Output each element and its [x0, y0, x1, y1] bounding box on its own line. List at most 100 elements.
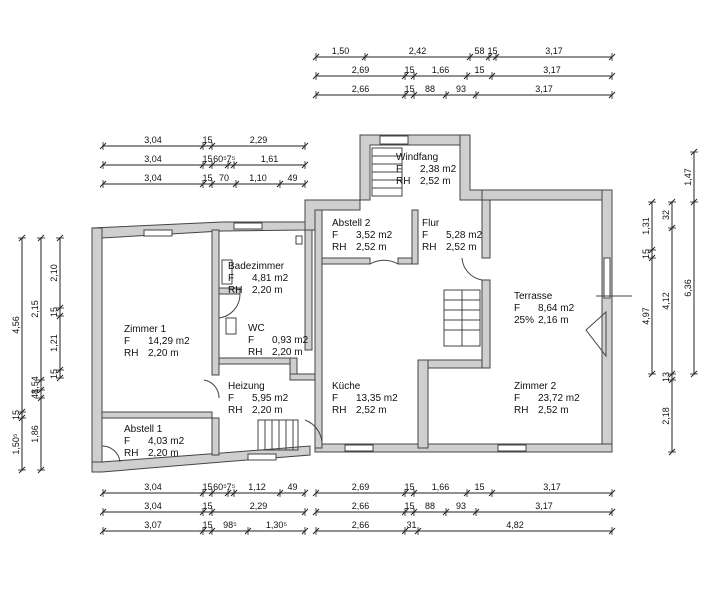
- dim-top-left-3: 3,04 15 70 1,10 49: [99, 173, 309, 188]
- height-value: 2,20 m: [252, 285, 283, 296]
- dimension-label: 15: [404, 84, 414, 94]
- room-name: WC: [248, 323, 265, 334]
- height-label: RH: [396, 176, 410, 187]
- dimension-label: 15: [474, 482, 484, 492]
- dimension-label: 15: [49, 369, 59, 379]
- dimension-label: 15: [404, 65, 414, 75]
- height-label: RH: [514, 405, 528, 416]
- stairs: [257, 147, 481, 451]
- dimension-label: 2,18: [661, 407, 671, 425]
- dimension-label: 7⁵: [227, 482, 236, 492]
- room-name: Badezimmer: [228, 261, 285, 272]
- area-label: F: [228, 273, 234, 284]
- dimension-label: 2,66: [352, 84, 370, 94]
- dimension-label: 3,17: [535, 84, 553, 94]
- height-label: 25%: [514, 315, 534, 326]
- dimension-label: 4,56: [11, 316, 21, 334]
- area-value: 5,28 m2: [446, 230, 483, 241]
- dimension-label: 4,82: [506, 520, 524, 530]
- dimension-label: 70: [219, 173, 229, 183]
- dimension-label: 3,04: [144, 501, 162, 511]
- dimension-label: 31: [406, 520, 416, 530]
- walls: [91, 134, 613, 473]
- dimension-label: 49: [287, 482, 297, 492]
- dimension-label: 15: [202, 173, 212, 183]
- dimension-label: 1,54: [30, 376, 40, 394]
- dimension-label: 1,66: [432, 65, 450, 75]
- dimension-label: 58: [474, 46, 484, 56]
- dimension-label: 88: [425, 501, 435, 511]
- dimension-label: 1,50⁵: [11, 433, 21, 455]
- height-label: RH: [422, 242, 436, 253]
- area-label: F: [332, 393, 338, 404]
- room-name: Zimmer 1: [124, 324, 167, 335]
- dimension-label: 2,69: [352, 65, 370, 75]
- dimension-label: 1,30⁵: [266, 520, 288, 530]
- dimension-label: 4,97: [641, 307, 651, 325]
- height-label: RH: [228, 405, 242, 416]
- doors: [101, 257, 607, 463]
- dimension-label: 3,17: [545, 46, 563, 56]
- dimension-label: 2,15: [30, 300, 40, 318]
- dimension-label: 15: [404, 501, 414, 511]
- dimension-label: 2,66: [352, 520, 370, 530]
- dim-bottom-right-3: 2,66 31 4,82: [312, 520, 616, 535]
- dimension-label: 13: [661, 372, 671, 382]
- dimension-label: 49: [287, 173, 297, 183]
- dimension-label: 3,04: [144, 135, 162, 145]
- dimension-label: 7⁵: [227, 154, 236, 164]
- dimension-label: 1,31: [641, 217, 651, 235]
- dimension-label: 2,42: [409, 46, 427, 56]
- room-name: Terrasse: [514, 291, 553, 302]
- area-value: 4,03 m2: [148, 436, 185, 447]
- dimension-label: 15: [404, 482, 414, 492]
- area-label: F: [514, 393, 520, 404]
- area-value: 2,38 m2: [420, 164, 457, 175]
- height-value: 2,52 m: [420, 176, 451, 187]
- height-label: RH: [124, 448, 138, 459]
- area-label: F: [248, 335, 254, 346]
- dimension-label: 2,10: [49, 264, 59, 282]
- dimension-label: 1,61: [261, 154, 279, 164]
- room-name: Windfang: [396, 152, 438, 163]
- dimension-label: 1,47: [683, 168, 693, 186]
- room-name: Abstell 2: [332, 218, 371, 229]
- fixtures: [221, 235, 632, 335]
- dimension-label: 3,04: [144, 173, 162, 183]
- height-label: RH: [228, 285, 242, 296]
- dimension-label: 60⁵: [213, 482, 227, 492]
- dimension-label: 93: [456, 84, 466, 94]
- dimension-label: 48: [30, 389, 40, 399]
- height-label: RH: [332, 405, 346, 416]
- dimension-label: 2,69: [352, 482, 370, 492]
- dimension-label: 1,10: [249, 173, 267, 183]
- area-label: F: [396, 164, 402, 175]
- room-name: Zimmer 2: [514, 381, 557, 392]
- dimension-label: 15: [474, 65, 484, 75]
- room-name: Flur: [422, 218, 440, 229]
- area-value: 4,81 m2: [252, 273, 289, 284]
- dimension-label: 3,04: [144, 482, 162, 492]
- height-value: 2,16 m: [538, 315, 569, 326]
- area-value: 0,93 m2: [272, 335, 309, 346]
- dimension-label: 15: [202, 520, 212, 530]
- dimension-label: 60⁵: [213, 154, 227, 164]
- dimension-label: 4,12: [661, 292, 671, 310]
- dimension-label: 93: [456, 501, 466, 511]
- dimension-label: 3,07: [144, 520, 162, 530]
- height-value: 2,20 m: [272, 347, 303, 358]
